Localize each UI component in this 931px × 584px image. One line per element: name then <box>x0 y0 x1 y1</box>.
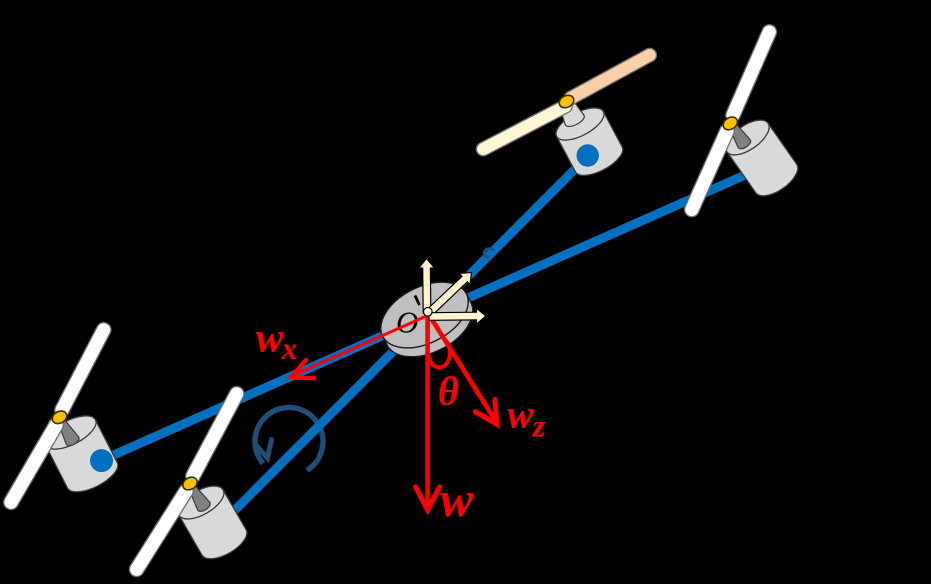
svg-text:z: z <box>532 407 546 443</box>
svg-text:w: w <box>440 471 474 527</box>
svg-text:w: w <box>507 392 534 437</box>
svg-text:O: O <box>396 305 418 340</box>
svg-text:θ: θ <box>438 368 459 414</box>
svg-text:x: x <box>281 331 298 366</box>
svg-text:w: w <box>256 316 285 362</box>
